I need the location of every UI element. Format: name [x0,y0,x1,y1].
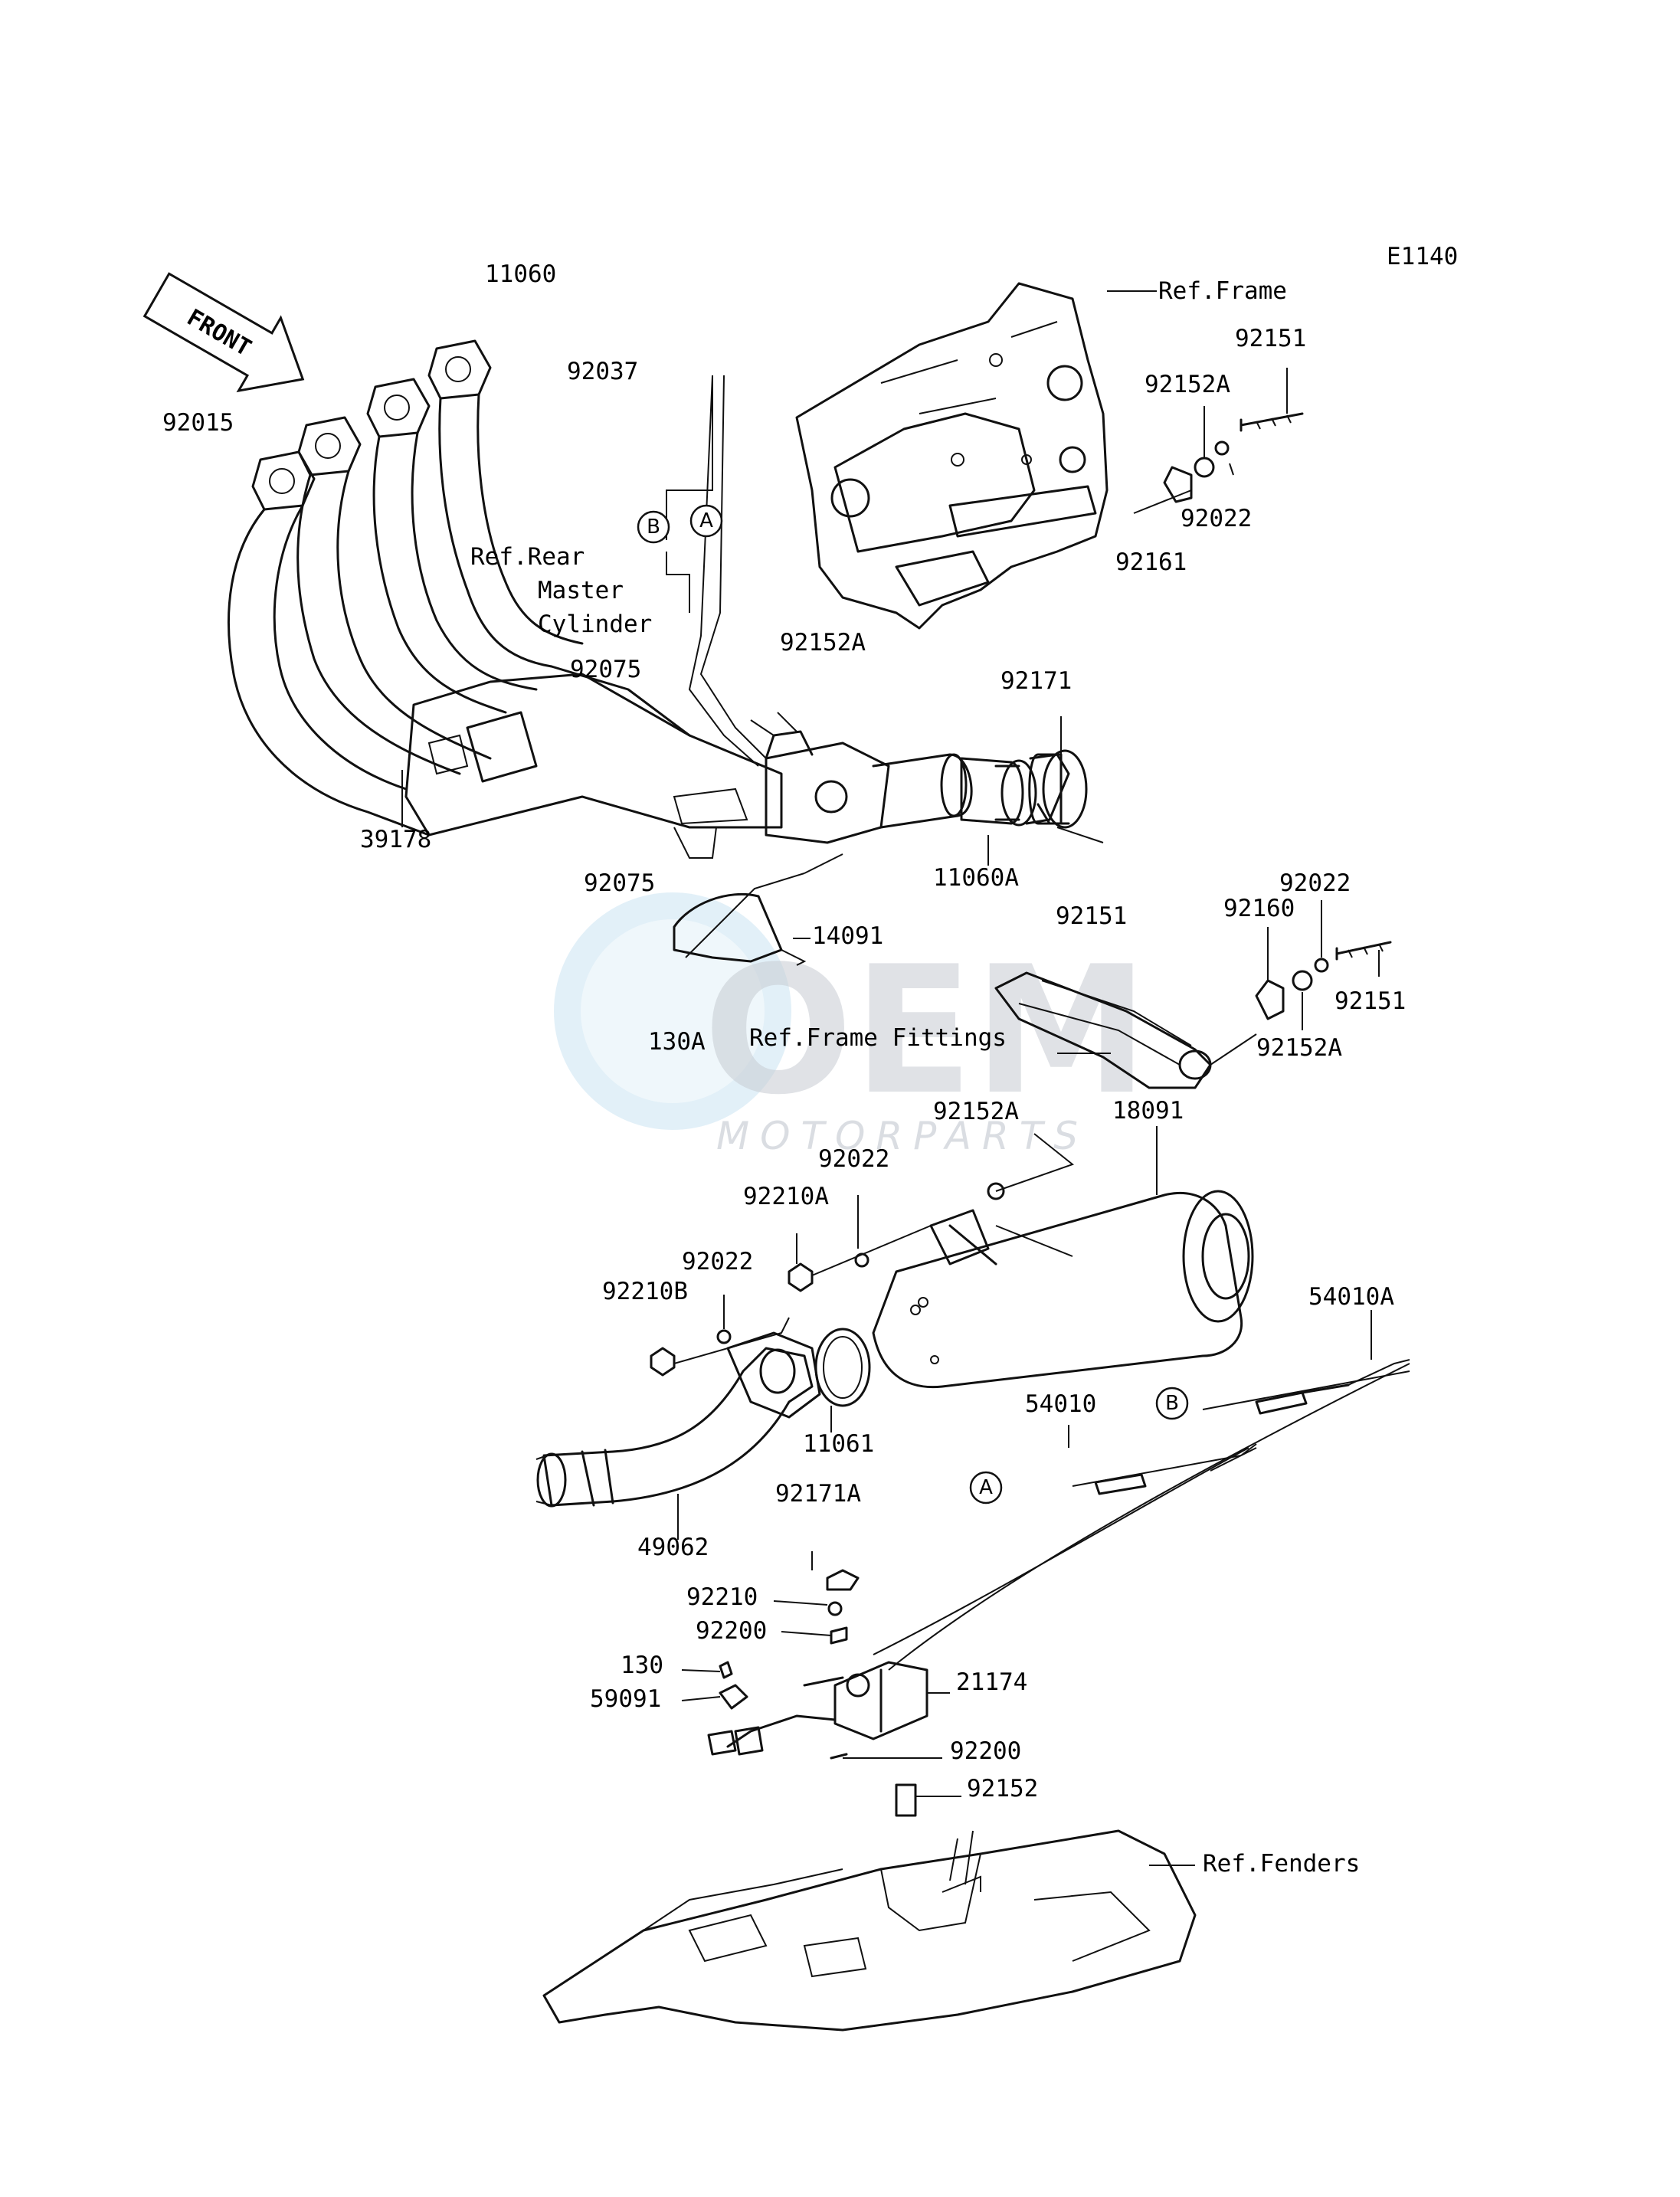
label-ref-master: Master [538,577,624,604]
muffler-fasteners [650,1133,1075,1377]
label-ref-fenders: Ref.Fenders [1203,1850,1360,1878]
muffler-part [872,1126,1254,1389]
frame-fittings-bracket [994,971,1257,1089]
label-92152a-lower: 92152A [933,1098,1019,1125]
rear-fender-part [542,1829,1197,2032]
label-92152: 92152 [967,1775,1038,1802]
svg-text:A: A [699,509,713,532]
label-54010a: 54010A [1308,1283,1394,1311]
label-18091: 18091 [1112,1097,1184,1125]
svg-text:B: B [647,516,660,539]
label-11061: 11061 [803,1430,874,1458]
callout-b-top: B [637,510,670,544]
label-ref-frame-fittings: Ref.Frame Fittings [749,1024,1007,1052]
callout-b-bottom: B [1155,1387,1189,1420]
link-pipe-part [535,1331,821,1540]
label-21174: 21174 [956,1668,1027,1696]
label-130a: 130A [648,1028,706,1056]
label-92022-top: 92022 [1181,505,1252,532]
label-92152a-top: 92152A [1145,371,1230,398]
label-92022-a: 92022 [818,1145,889,1173]
label-ref-frame: Ref.Frame [1158,277,1287,305]
label-92210b: 92210B [602,1278,688,1305]
label-49062: 49062 [637,1534,709,1561]
label-92171a: 92171A [775,1480,861,1508]
servo-motor-actuator [681,1551,961,1817]
label-59091: 59091 [590,1685,661,1713]
label-ref-cylinder: Cylinder [538,611,652,638]
label-92037: 92037 [567,358,638,385]
watermark-sub: MOTORPARTS [716,1114,1089,1158]
svg-text:A: A [979,1476,993,1499]
label-92151-top: 92151 [1235,325,1306,352]
label-92075-top: 92075 [570,656,641,683]
label-92022-b: 92022 [682,1248,753,1275]
callout-a-top: A [689,504,723,538]
watermark-brand: OEM [703,929,1149,1134]
label-92200-bottom: 92200 [950,1737,1021,1765]
label-92160: 92160 [1223,895,1295,922]
right-bolt-set [1255,900,1392,1030]
watermark: OEM MOTORPARTS [554,892,1149,1158]
label-92210a: 92210A [743,1183,829,1210]
label-130: 130 [621,1652,663,1679]
label-92161: 92161 [1115,548,1187,576]
label-92015: 92015 [162,409,234,437]
svg-text:B: B [1165,1392,1179,1415]
label-92171: 92171 [1000,667,1072,695]
label-92200-top: 92200 [696,1617,767,1645]
label-ref-rear: Ref.Rear [470,543,585,571]
heat-guard-part [673,853,843,966]
label-92152a-right: 92152A [1256,1034,1342,1062]
label-92151-right: 92151 [1335,987,1406,1015]
label-92075-bottom: 92075 [584,869,655,897]
label-92152a-mid: 92152A [780,629,866,656]
exhaust-header-pipes [228,339,783,859]
frame-part [795,282,1157,630]
label-14091: 14091 [812,922,883,950]
label-92151-mid: 92151 [1056,902,1127,930]
callout-a-bottom: A [969,1471,1003,1505]
label-11060a: 11060A [933,864,1019,892]
front-arrow-icon: FRONT [142,272,305,393]
upper-bolt-set [1133,368,1304,514]
watermark-globe [554,892,791,1130]
control-cables [873,1310,1410,1671]
label-92022-right: 92022 [1279,869,1351,897]
part-labels: 11060 92037 92015 Ref.Rear Master Cylind… [162,260,1406,1878]
label-92210: 92210 [686,1583,758,1611]
label-11060: 11060 [485,260,556,288]
exhaust-valve-body [666,375,973,844]
connector-pipe-part [960,716,1104,866]
label-54010: 54010 [1025,1390,1096,1418]
label-39178: 39178 [360,826,431,853]
gasket-part [814,1328,871,1432]
diagram-code: E1140 [1387,243,1458,270]
